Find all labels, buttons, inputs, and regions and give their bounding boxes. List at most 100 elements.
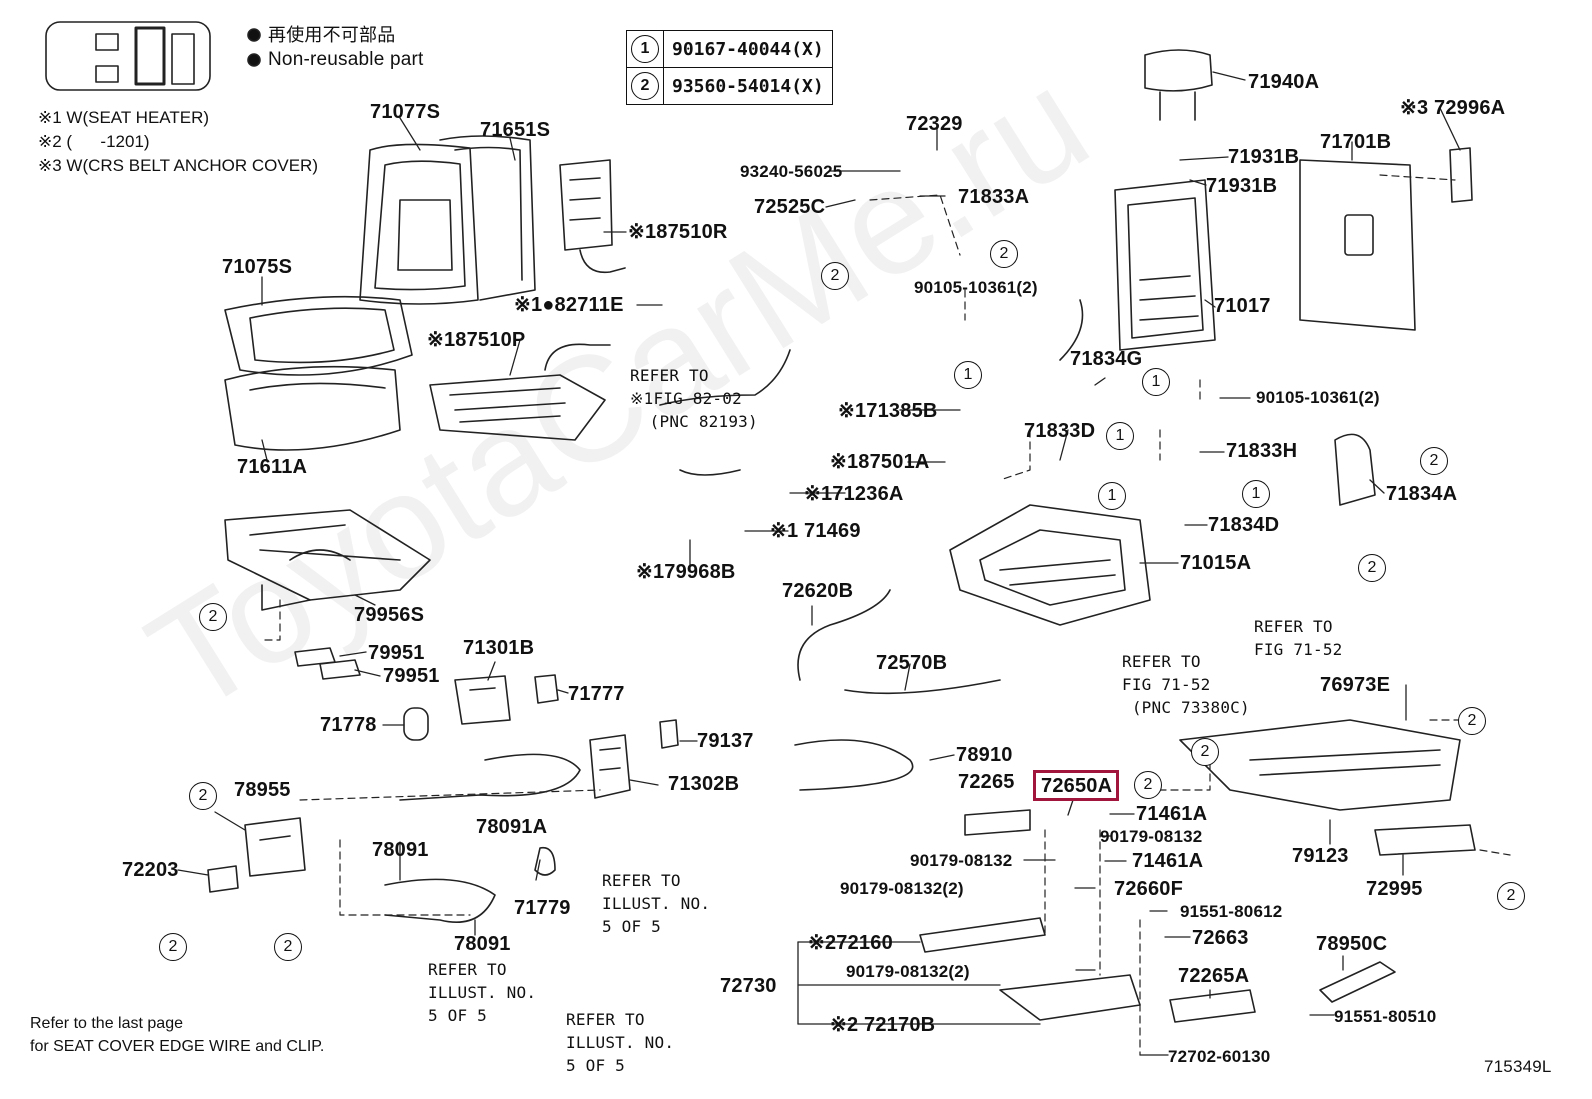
- part-label[interactable]: 79951: [383, 665, 440, 687]
- part-label[interactable]: 72663: [1192, 927, 1249, 949]
- part-label[interactable]: 72660F: [1114, 878, 1184, 900]
- part-label[interactable]: 71778: [320, 714, 377, 736]
- part-label[interactable]: 72995: [1366, 878, 1423, 900]
- part-label[interactable]: ※3 72996A: [1400, 97, 1506, 119]
- part-label[interactable]: 71931B: [1228, 146, 1300, 168]
- part-label[interactable]: 71833D: [1024, 420, 1096, 442]
- part-label[interactable]: 71834A: [1386, 483, 1458, 505]
- dashed-assembly-lines: [261, 174, 1511, 1056]
- part-label[interactable]: ※2 72170B: [830, 1014, 936, 1036]
- heater-mat-back: [559, 159, 613, 251]
- part-label[interactable]: 79137: [697, 730, 754, 752]
- footnote-1: ※1 W(SEAT HEATER): [38, 108, 210, 127]
- part-label[interactable]: 72265: [958, 771, 1015, 793]
- part-label[interactable]: 72525C: [754, 196, 826, 218]
- reference-note[interactable]: REFER TO FIG 71-52 (PNC 73380C): [1122, 652, 1250, 717]
- part-label[interactable]: ※1●82711E: [514, 294, 624, 316]
- footer-note: for SEAT COVER EDGE WIRE and CLIP.: [30, 1038, 325, 1055]
- part-label[interactable]: 93240-56025: [740, 162, 843, 181]
- part-label[interactable]: 90179-08132(2): [846, 962, 970, 981]
- part-label[interactable]: 72702-60130: [1168, 1047, 1271, 1066]
- callout-circle: 1: [1242, 480, 1270, 508]
- seat-position-icon: [45, 21, 211, 91]
- part-label[interactable]: ※272160: [808, 932, 893, 954]
- part-label[interactable]: 71834G: [1070, 348, 1143, 370]
- part-label[interactable]: 79956S: [354, 604, 425, 626]
- callout-circle: 2: [1358, 554, 1386, 582]
- reference-note[interactable]: REFER TO ILLUST. NO. 5 OF 5: [602, 871, 711, 936]
- table-row: 1 90167-40044(X): [626, 30, 833, 68]
- part-label[interactable]: ※171236A: [804, 483, 904, 505]
- part-label[interactable]: 71302B: [668, 773, 740, 795]
- seat-cushion-cover: [224, 295, 413, 451]
- part-label[interactable]: 71940A: [1248, 71, 1320, 93]
- part-label[interactable]: 78955: [234, 779, 291, 801]
- part-label[interactable]: 71779: [514, 897, 571, 919]
- part-label[interactable]: 78950C: [1316, 933, 1388, 955]
- part-label[interactable]: 78091: [454, 933, 511, 955]
- part-label[interactable]: 71611A: [237, 456, 308, 478]
- callout-circle: 1: [631, 35, 659, 63]
- callout-circle: 1: [1098, 482, 1126, 510]
- part-label[interactable]: 72329: [906, 113, 963, 135]
- part-label[interactable]: 72265A: [1178, 965, 1250, 987]
- back-board: [1299, 159, 1416, 331]
- callout-circle: 1: [1106, 422, 1134, 450]
- part-label[interactable]: 90105-10361(2): [914, 278, 1038, 297]
- callout-circle: 2: [199, 603, 227, 631]
- part-label[interactable]: 78091: [372, 839, 429, 861]
- part-label[interactable]: 71461A: [1132, 850, 1204, 872]
- part-label[interactable]: 90179-08132: [1100, 827, 1203, 846]
- part-label[interactable]: 71701B: [1320, 131, 1392, 153]
- callout-circle: 2: [1191, 738, 1219, 766]
- table-cell: 93560-54014(X): [663, 67, 833, 105]
- footnote-2: ※2 ( -1201): [38, 132, 150, 151]
- part-label[interactable]: 71301B: [463, 637, 535, 659]
- callout-circle: 2: [1420, 447, 1448, 475]
- part-label[interactable]: 78091A: [476, 816, 548, 838]
- part-label[interactable]: 91551-80510: [1334, 1007, 1437, 1026]
- part-label[interactable]: 71777: [568, 683, 625, 705]
- part-label[interactable]: ※187510P: [427, 329, 526, 351]
- table-row: 2 93560-54014(X): [626, 67, 833, 105]
- part-label[interactable]: ※171385B: [838, 400, 938, 422]
- part-label[interactable]: 71017: [1214, 295, 1271, 317]
- reference-note[interactable]: REFER TO ILLUST. NO. 5 OF 5: [428, 960, 537, 1025]
- part-label[interactable]: 71461A: [1136, 803, 1208, 825]
- part-label[interactable]: 71075S: [222, 256, 293, 278]
- part-label[interactable]: 71834D: [1208, 514, 1280, 536]
- part-label[interactable]: ※187510R: [628, 221, 728, 243]
- part-label[interactable]: 72620B: [782, 580, 854, 602]
- callout-circle: 2: [159, 933, 187, 961]
- part-label[interactable]: 71833H: [1226, 440, 1298, 462]
- part-label[interactable]: 79123: [1292, 845, 1349, 867]
- callout-circle: 2: [631, 72, 659, 100]
- part-label[interactable]: 90105-10361(2): [1256, 388, 1380, 407]
- part-label[interactable]: 90179-08132(2): [840, 879, 964, 898]
- part-label[interactable]: 79951: [368, 642, 425, 664]
- part-label[interactable]: 71651S: [480, 119, 551, 141]
- part-label[interactable]: ※187501A: [830, 451, 930, 473]
- part-label[interactable]: 71931B: [1206, 175, 1278, 197]
- callout-circle: 2: [1134, 771, 1162, 799]
- part-label[interactable]: 71833A: [958, 186, 1030, 208]
- part-label-highlighted[interactable]: 72650A: [1041, 775, 1113, 797]
- part-label[interactable]: 72570B: [876, 652, 948, 674]
- reference-note[interactable]: REFER TO FIG 71-52: [1254, 617, 1343, 659]
- part-label[interactable]: 90179-08132: [910, 851, 1013, 870]
- part-label[interactable]: ※179968B: [636, 561, 736, 583]
- part-label[interactable]: ※1 71469: [770, 520, 861, 542]
- part-label[interactable]: 76973E: [1320, 674, 1391, 696]
- reference-note[interactable]: REFER TO ※1FIG 82-02 (PNC 82193): [630, 366, 758, 431]
- part-label[interactable]: 72730: [720, 975, 777, 997]
- seat-track-upper: [919, 917, 1046, 953]
- reference-note[interactable]: REFER TO ILLUST. NO. 5 OF 5: [566, 1010, 675, 1075]
- part-label[interactable]: 91551-80612: [1180, 902, 1283, 921]
- part-label[interactable]: 71015A: [1180, 552, 1252, 574]
- legend-jp-text: 再使用不可部品: [268, 25, 396, 45]
- callout-circle: 2: [274, 933, 302, 961]
- part-label[interactable]: 71077S: [370, 101, 441, 123]
- part-label[interactable]: 72203: [122, 859, 179, 881]
- part-label[interactable]: 78910: [956, 744, 1013, 766]
